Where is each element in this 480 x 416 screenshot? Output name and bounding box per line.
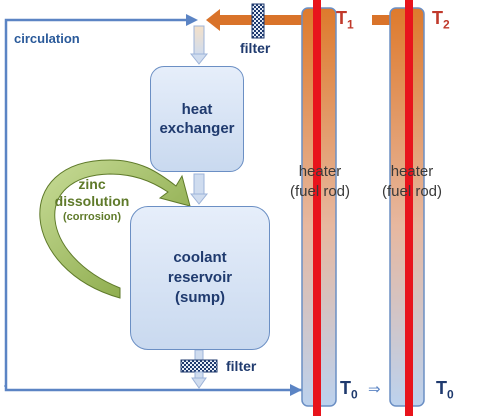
reservoir-line-2: reservoir (167, 269, 233, 286)
arrow-to-exchanger (189, 53, 209, 65)
temperature-t0-right: T0 (436, 378, 454, 402)
zinc-line-1: zinc (78, 176, 106, 192)
circulation-arrowhead (186, 14, 198, 26)
zinc-line-3: (corrosion) (62, 211, 122, 223)
fuel-rod-2 (405, 0, 413, 416)
bottom-filter-label: filter (226, 358, 257, 374)
heater2-line-1: heater (390, 163, 434, 180)
zinc-dissolution-arrow (39, 159, 191, 299)
pipe-to-exchanger (193, 25, 205, 57)
heater2-line-2: (fuel rod) (381, 183, 443, 200)
heater1-line-1: heater (298, 163, 342, 180)
pipe-to-reservoir (193, 173, 205, 197)
column-connector (372, 15, 390, 25)
inflow-arrowhead (290, 384, 302, 396)
top-filter (251, 3, 265, 39)
bottom-filter (180, 359, 218, 373)
reservoir-line-1: coolant (173, 249, 227, 266)
temperature-t1: T1 (336, 8, 354, 32)
temperature-t2: T2 (432, 8, 450, 32)
coolant-reservoir-box: coolant reservoir (sump) (130, 206, 270, 350)
circulation-loop (4, 18, 302, 392)
top-filter-label: filter (240, 40, 271, 56)
zinc-line-2: dissolution (54, 193, 130, 209)
heater1-line-2: (fuel rod) (289, 183, 351, 200)
heat-exchanger-box: heat exchanger (150, 66, 244, 172)
column-transfer-arrow: ⇒ (368, 381, 381, 398)
heater-label-2: heater (fuel rod) (362, 162, 462, 202)
pipe-to-bottom-filter (194, 349, 204, 361)
heat-exchanger-line-1: heat (181, 101, 213, 118)
heat-exchanger-line-2: exchanger (159, 120, 235, 137)
hot-outlet-arrowhead (206, 9, 220, 31)
arrow-to-reservoir (189, 193, 209, 205)
temperature-t0-left: T0 (340, 378, 358, 402)
zinc-dissolution-label: zinc dissolution (corrosion) (52, 176, 132, 224)
heater-label-1: heater (fuel rod) (270, 162, 370, 202)
circulation-label: circulation (14, 31, 80, 46)
arrow-below-filter (191, 377, 207, 389)
reservoir-line-3: (sump) (175, 289, 225, 306)
fuel-rod-1 (313, 0, 321, 416)
